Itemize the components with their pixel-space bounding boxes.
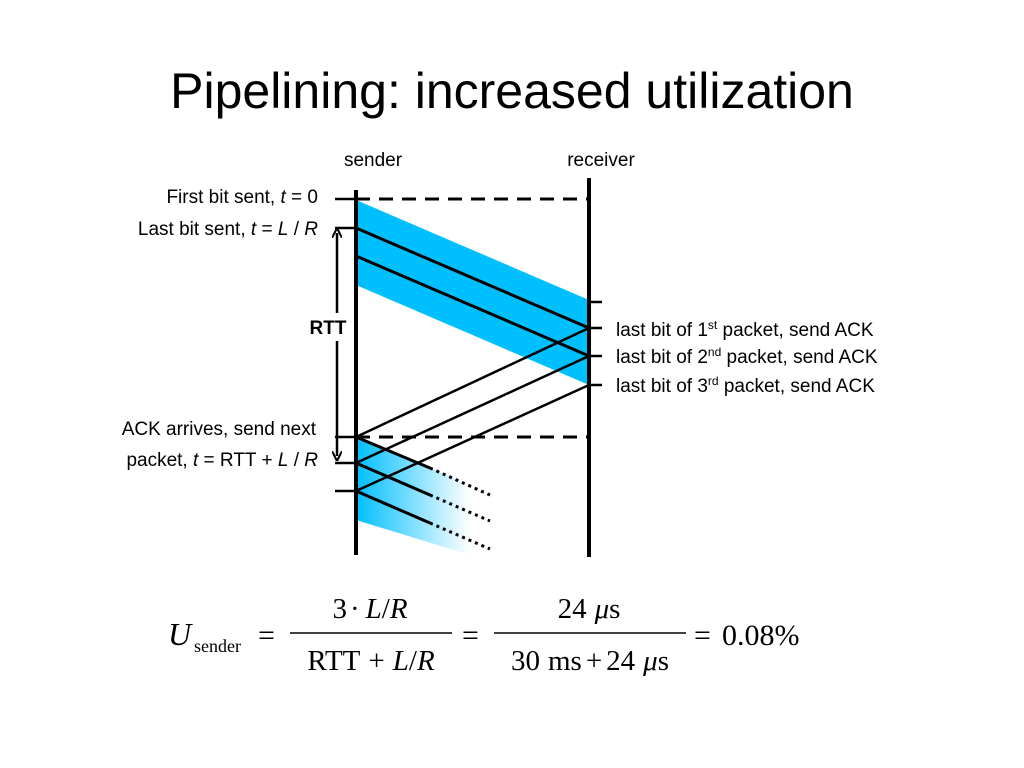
eq-numerator-1: 3·L/R [332,593,407,625]
packet-2-end-line [355,254,590,358]
ack-2-line [355,354,590,465]
ack-3-line [355,383,590,493]
rtt-label: RTT [310,318,347,339]
packet-3-ack-label: last bit of 3rd packet, send ACK [616,374,875,397]
next-packet-label: packet, t = RTT + L / R [126,450,318,471]
last-bit-label: Last bit sent, t = L / R [138,219,318,240]
rtt-label-bg [306,313,350,341]
packet-2-ack-label: last bit of 2nd packet, send ACK [616,345,878,368]
next-packet-1-line [355,435,431,470]
packet-1-ack-label: last bit of 1st packet, send ACK [616,318,874,341]
next-packet-3-line [355,489,431,525]
eq-equals-1: = [258,619,275,652]
sender-label: sender [344,150,403,171]
eq-denominator-1: RTT+L/R [307,645,435,677]
eq-equals-3: = [694,619,711,652]
packet-1-end-line [355,226,590,330]
ack-1-line [355,326,590,439]
ack-arrives-label: ACK arrives, send next [122,419,317,440]
packet-transmission-band [356,200,589,385]
eq-sender-subscript: sender [194,636,241,656]
next-packets-band [356,437,470,555]
first-bit-label: First bit sent, t = 0 [166,187,318,208]
next-packet-2-line [355,461,431,497]
eq-equals-2: = [462,619,479,652]
eq-u-symbol: U [168,616,193,652]
page-title: Pipelining: increased utilization [170,63,854,119]
receiver-label: receiver [567,150,635,171]
eq-result: 0.08% [722,619,800,652]
